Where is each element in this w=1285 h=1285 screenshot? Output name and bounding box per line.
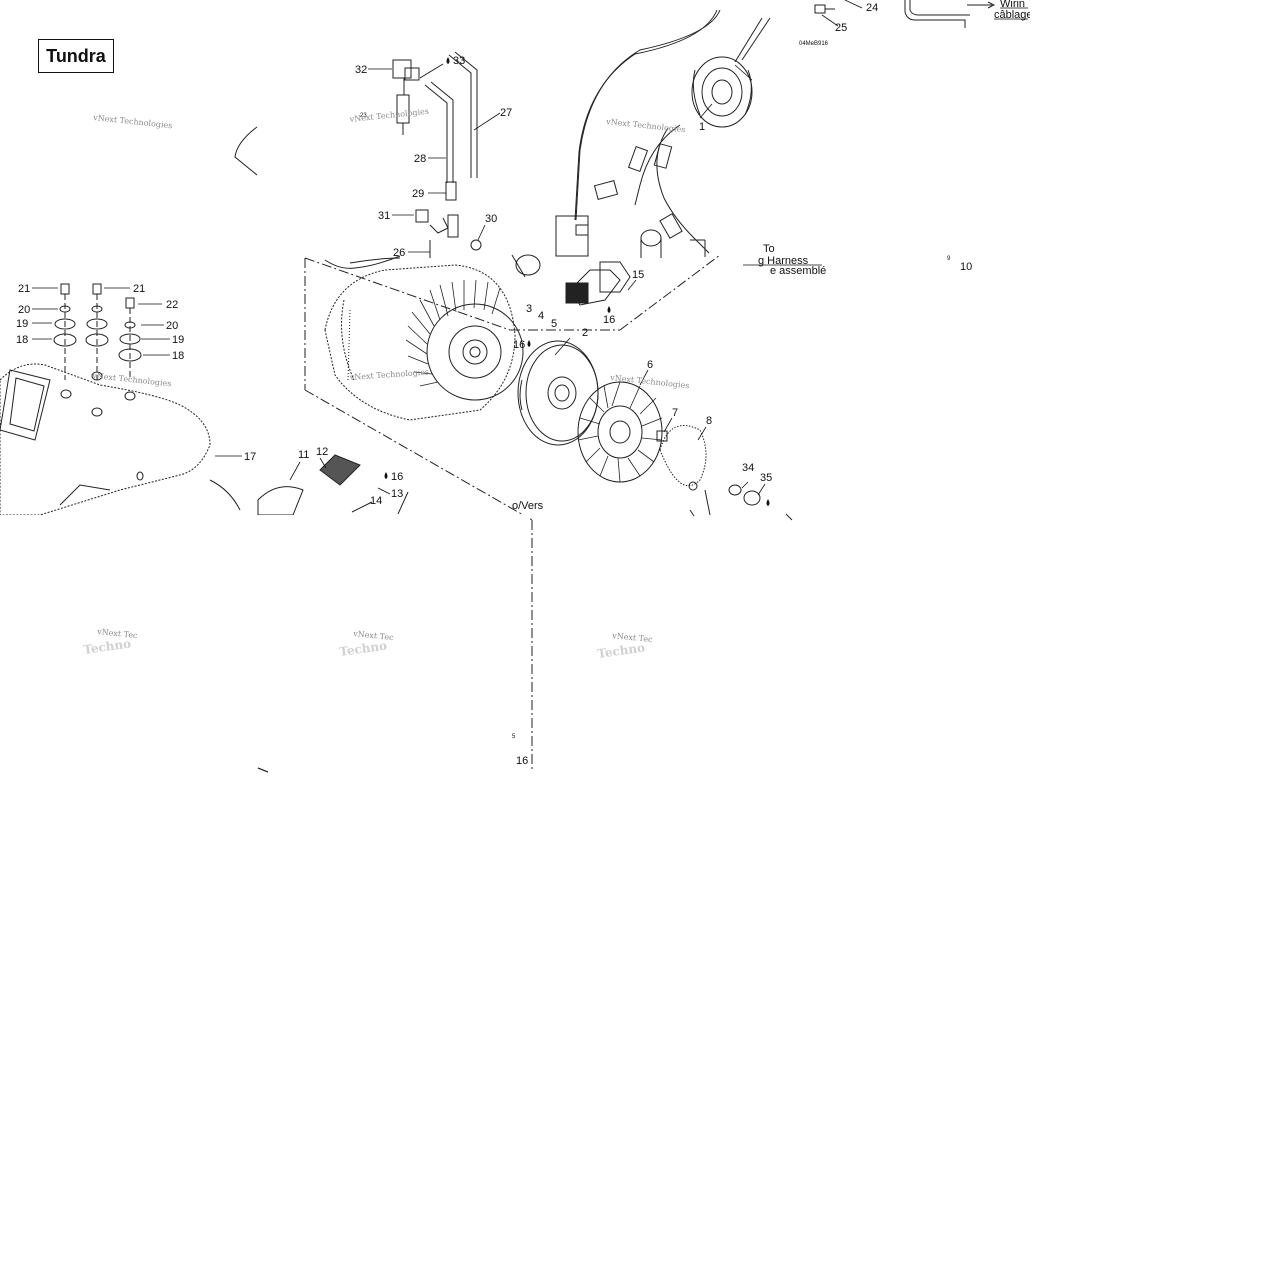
callout-13: 13 bbox=[391, 488, 403, 500]
housing-fins bbox=[405, 279, 501, 387]
callout-19a: 19 bbox=[16, 318, 28, 330]
svg-text:vNext Technologies: vNext Technologies bbox=[92, 113, 173, 130]
svg-text:vNext Tec: vNext Tec bbox=[352, 629, 395, 642]
callout-32: 32 bbox=[355, 64, 367, 76]
svg-text:Techno: Techno bbox=[596, 640, 645, 661]
note-wiring-en: Wirin bbox=[1000, 0, 1025, 10]
watermarks: vNext Technologies vNext Technologies vN… bbox=[91, 107, 690, 391]
leader-lines bbox=[32, 0, 863, 496]
spacer-part bbox=[656, 430, 668, 442]
callout-4: 4 bbox=[538, 310, 544, 322]
note-harness-fr: e assemblé bbox=[770, 265, 826, 277]
callout-35: 35 bbox=[760, 472, 772, 484]
flywheel bbox=[517, 340, 599, 446]
svg-text:Techno: Techno bbox=[338, 638, 387, 659]
callout-5: 5 bbox=[551, 318, 557, 330]
callout-16b: 16 bbox=[513, 339, 525, 351]
coil-assembly bbox=[511, 254, 631, 306]
callout-15: 15 bbox=[632, 269, 644, 281]
callout-34: 34 bbox=[742, 462, 754, 474]
svg-text:vNext Technologies: vNext Technologies bbox=[348, 107, 429, 124]
ignition-coil bbox=[555, 215, 662, 258]
callout-12: 12 bbox=[316, 446, 328, 458]
engine-cover bbox=[0, 363, 241, 516]
stator-part bbox=[691, 17, 771, 128]
svg-text:16: 16 bbox=[516, 755, 528, 767]
callout-19b: 19 bbox=[172, 334, 184, 346]
oil-drop-icons bbox=[384, 57, 770, 506]
callout-9: 9 bbox=[947, 256, 951, 262]
callout-2: 2 bbox=[582, 327, 588, 339]
note-wiring-fr: câblage bbox=[994, 9, 1033, 21]
note-to-vers: o/Vers bbox=[512, 500, 544, 512]
callout-26: 26 bbox=[393, 247, 405, 259]
wiring-connector bbox=[904, 0, 996, 28]
side-bracket bbox=[234, 126, 258, 176]
callout-7: 7 bbox=[672, 407, 678, 419]
wire-harness bbox=[574, 9, 721, 257]
svg-text:Techno: Techno bbox=[82, 636, 131, 657]
callout-11: 11 bbox=[298, 449, 309, 461]
callout-22: 22 bbox=[166, 299, 178, 311]
fastener-hardware bbox=[688, 481, 793, 521]
callout-3: 3 bbox=[526, 303, 532, 315]
starter-housing bbox=[324, 264, 524, 421]
svg-text:5: 5 bbox=[512, 734, 516, 740]
callout-30: 30 bbox=[485, 213, 497, 225]
callout-21a: 21 bbox=[18, 283, 30, 295]
reference-notes: Wirin câblage 04MeB916 To g Harness e as… bbox=[512, 0, 1033, 512]
callout-31: 31 bbox=[378, 210, 390, 222]
svg-text:vNext Technologies: vNext Technologies bbox=[91, 371, 172, 388]
callout-16a: 16 bbox=[603, 314, 615, 326]
svg-text:vNext Technologies: vNext Technologies bbox=[605, 117, 686, 134]
callout-18b: 18 bbox=[172, 350, 184, 362]
lower-panel-content: vNext Tec vNext Tec vNext Tec Techno Tec… bbox=[82, 520, 654, 773]
callout-18a: 18 bbox=[16, 334, 28, 346]
callout-28: 28 bbox=[414, 153, 426, 165]
fuel-lines bbox=[415, 51, 482, 251]
callout-1: 1 bbox=[699, 121, 705, 133]
bolt-25 bbox=[814, 4, 839, 27]
callout-33: 33 bbox=[453, 55, 465, 67]
callout-8: 8 bbox=[706, 415, 712, 427]
rope-path bbox=[324, 255, 401, 269]
svg-text:vNext Technologies: vNext Technologies bbox=[609, 373, 690, 390]
cooling-fan bbox=[577, 381, 663, 483]
callout-25: 25 bbox=[835, 22, 847, 34]
callout-24: 24 bbox=[866, 2, 878, 14]
callout-29: 29 bbox=[412, 188, 424, 200]
callout-27: 27 bbox=[500, 107, 512, 119]
callout-10: 10 bbox=[960, 261, 972, 273]
callout-21b: 21 bbox=[133, 283, 145, 295]
svg-text:vNext Tec: vNext Tec bbox=[611, 631, 654, 644]
fan-pulley bbox=[659, 425, 707, 487]
svg-text:vNext Tec: vNext Tec bbox=[96, 627, 139, 640]
note-harness-en: g Harness bbox=[758, 255, 809, 267]
svg-text:vNext Technologies: vNext Technologies bbox=[349, 367, 430, 382]
callout-14: 14 bbox=[370, 495, 382, 507]
callout-6: 6 bbox=[647, 359, 653, 371]
starter-spring bbox=[257, 454, 409, 516]
drawing-code: 04MeB916 bbox=[799, 41, 829, 47]
callout-20b: 20 bbox=[166, 320, 178, 332]
callout-16c: 16 bbox=[391, 471, 403, 483]
note-to: To bbox=[763, 243, 775, 255]
callout-23: 23 bbox=[360, 113, 367, 119]
rope-guide bbox=[349, 240, 431, 264]
callout-labels: 1 2 3 4 5 6 7 8 9 10 11 12 13 14 15 16 1… bbox=[16, 2, 972, 767]
diagram-title-overlay: Tundra bbox=[38, 39, 114, 73]
mounting-hardware-stack bbox=[53, 283, 142, 380]
spark-plug-cap bbox=[392, 59, 420, 135]
callout-17: 17 bbox=[244, 451, 256, 463]
callout-20a: 20 bbox=[18, 304, 30, 316]
